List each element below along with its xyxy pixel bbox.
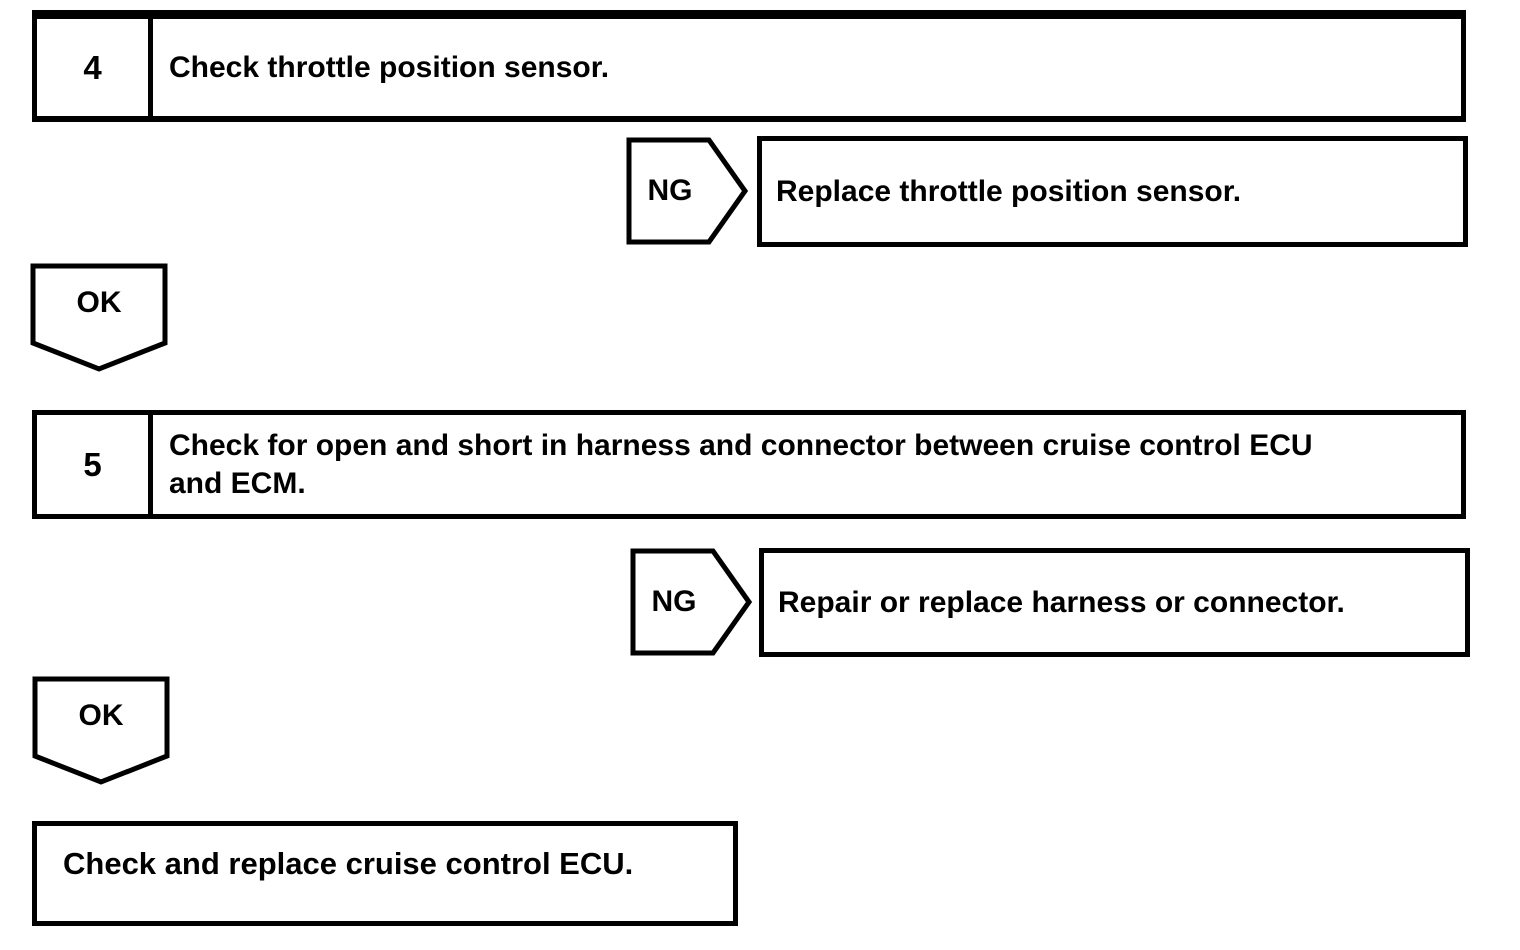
ng-action-box: Repair or replace harness or connector. xyxy=(759,548,1470,657)
ok-connector: OK xyxy=(32,676,170,786)
step-instruction-line: Check for open and short in harness and … xyxy=(169,428,1313,462)
final-action-box: Check and replace cruise control ECU. xyxy=(32,821,738,926)
ng-label: NG xyxy=(647,174,693,207)
ok-connector: OK xyxy=(30,263,168,373)
ng-arrow-shape xyxy=(630,548,752,656)
ok-arrow-shape xyxy=(30,263,168,372)
ok-arrow-shape xyxy=(32,676,170,785)
step-instruction-line: and ECM. xyxy=(169,466,306,500)
step-box-5: 5 Check for open and short in harness an… xyxy=(32,410,1466,519)
ng-action-text: Repair or replace harness or connector. xyxy=(778,585,1345,619)
final-action-text: Check and replace cruise control ECU. xyxy=(63,845,634,881)
step-box-4: 4 Check throttle position sensor. xyxy=(32,10,1466,122)
ng-connector: NG xyxy=(630,548,752,656)
ng-action-text: Replace throttle position sensor. xyxy=(776,174,1242,208)
ok-label: OK xyxy=(78,699,124,732)
ng-label: NG xyxy=(651,585,697,618)
step-instruction-line: Check throttle position sensor. xyxy=(169,50,610,84)
ng-arrow-shape xyxy=(626,137,748,245)
step-instruction: Check for open and short in harness and … xyxy=(153,415,1461,514)
ng-action-box: Replace throttle position sensor. xyxy=(757,136,1468,247)
ok-label: OK xyxy=(76,286,122,319)
step-instruction: Check throttle position sensor. xyxy=(153,19,1461,116)
step-number: 4 xyxy=(37,19,153,116)
step-number: 5 xyxy=(37,415,153,514)
ng-connector: NG xyxy=(626,137,748,245)
